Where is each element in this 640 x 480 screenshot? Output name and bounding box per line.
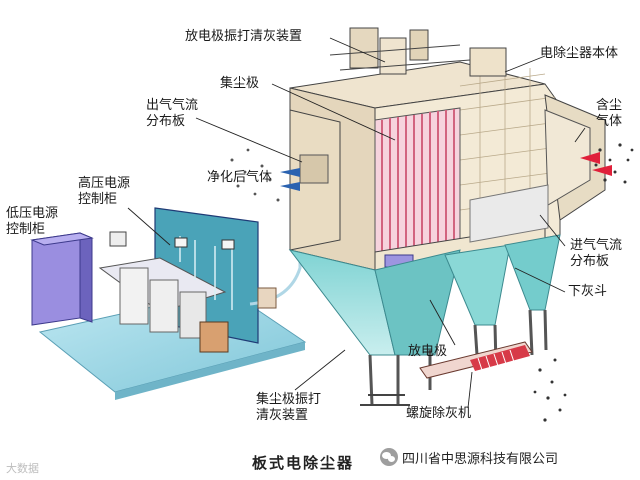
label-clean-gas: 净化后气体 xyxy=(207,170,272,186)
transformer-box xyxy=(258,288,276,308)
label-discharge-rapping: 放电极振打清灰装置 xyxy=(185,29,302,45)
label-discharge-electrode: 放电极 xyxy=(408,344,447,360)
label-precipitator-body: 电除尘器本体 xyxy=(540,46,618,62)
wechat-icon xyxy=(380,448,398,466)
diagram-title: 板式电除尘器 xyxy=(252,452,354,473)
label-inlet-distribution: 进气气流 分布板 xyxy=(570,238,622,270)
label-screw-conveyor: 螺旋除灰机 xyxy=(406,406,471,422)
watermark: 大数据 xyxy=(6,460,39,476)
label-ash-hopper: 下灰斗 xyxy=(568,284,607,300)
label-collector-rapping: 集尘极振打 清灰装置 xyxy=(256,392,321,424)
label-outlet-distribution: 出气气流 分布板 xyxy=(146,98,198,130)
label-lv-cabinet: 低压电源 控制柜 xyxy=(6,206,58,238)
label-dusty-gas: 含尘 气体 xyxy=(596,98,622,130)
ash-hoppers xyxy=(290,235,560,405)
low-voltage-cabinet xyxy=(32,233,92,325)
label-collector-plate: 集尘极 xyxy=(220,76,259,92)
company-name: 四川省中思源科技有限公司 xyxy=(402,448,558,467)
label-hv-cabinet: 高压电源 控制柜 xyxy=(78,176,130,208)
